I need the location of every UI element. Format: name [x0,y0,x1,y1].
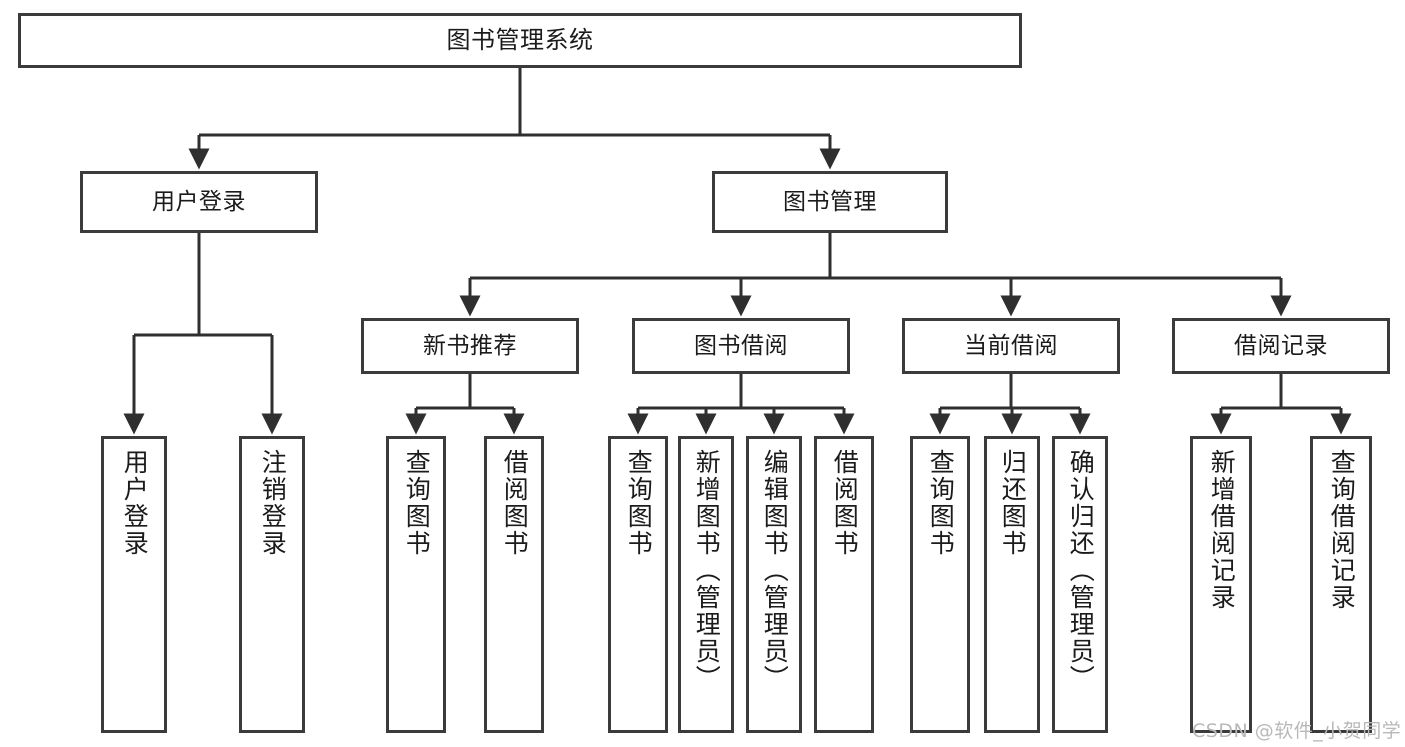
leaf-node[interactable]: 查询图书 [910,436,970,733]
leaf-node[interactable]: 新增借阅记录 [1190,436,1252,733]
node-book-borrow-label: 图书借阅 [694,332,788,359]
node-new-book-recommend[interactable]: 新书推荐 [361,318,579,374]
node-borrow-record[interactable]: 借阅记录 [1172,318,1390,374]
node-current-borrow[interactable]: 当前借阅 [902,318,1120,374]
node-user-login-label: 用户登录 [152,188,246,215]
leaf-node-label: 新增借阅记录 [1207,449,1237,611]
leaf-node-label: 借阅图书 [830,449,860,557]
leaf-node[interactable]: 新增图书（管理员） [678,436,734,733]
csdn-watermark: CSDN @软件_小贺同学 [1192,720,1402,742]
leaf-node[interactable]: 确认归还（管理员） [1052,436,1108,733]
leaf-node-label: 查询图书 [402,449,432,557]
node-book-borrow[interactable]: 图书借阅 [632,318,850,374]
leaf-node[interactable]: 查询图书 [608,436,668,733]
node-root-label: 图书管理系统 [446,25,594,54]
node-user-login[interactable]: 用户登录 [80,171,318,233]
leaf-node-label: 新增图书（管理员） [692,449,722,692]
leaf-node-label: 注销登录 [258,449,288,557]
leaf-node[interactable]: 查询借阅记录 [1310,436,1372,733]
leaf-node[interactable]: 归还图书 [984,436,1040,733]
node-borrow-record-label: 借阅记录 [1234,332,1328,359]
leaf-node-label: 确认归还（管理员） [1066,449,1096,692]
leaf-node-label: 借阅图书 [500,449,530,557]
node-book-management-label: 图书管理 [783,188,877,215]
leaf-node[interactable]: 用户登录 [101,436,167,733]
leaf-node[interactable]: 注销登录 [239,436,305,733]
node-book-management[interactable]: 图书管理 [712,171,948,233]
leaf-node-label: 查询图书 [624,449,654,557]
leaf-node-label: 用户登录 [120,449,150,557]
leaf-node[interactable]: 借阅图书 [484,436,544,733]
node-current-borrow-label: 当前借阅 [964,332,1058,359]
node-new-book-recommend-label: 新书推荐 [423,332,517,359]
leaf-node-label: 编辑图书（管理员） [760,449,790,692]
leaf-node[interactable]: 借阅图书 [814,436,874,733]
leaf-node-label: 查询借阅记录 [1327,449,1357,611]
node-root-system[interactable]: 图书管理系统 [18,13,1022,68]
leaf-node-label: 归还图书 [998,449,1028,557]
leaf-node-label: 查询图书 [926,449,956,557]
leaf-node[interactable]: 编辑图书（管理员） [746,436,802,733]
leaf-node[interactable]: 查询图书 [386,436,446,733]
